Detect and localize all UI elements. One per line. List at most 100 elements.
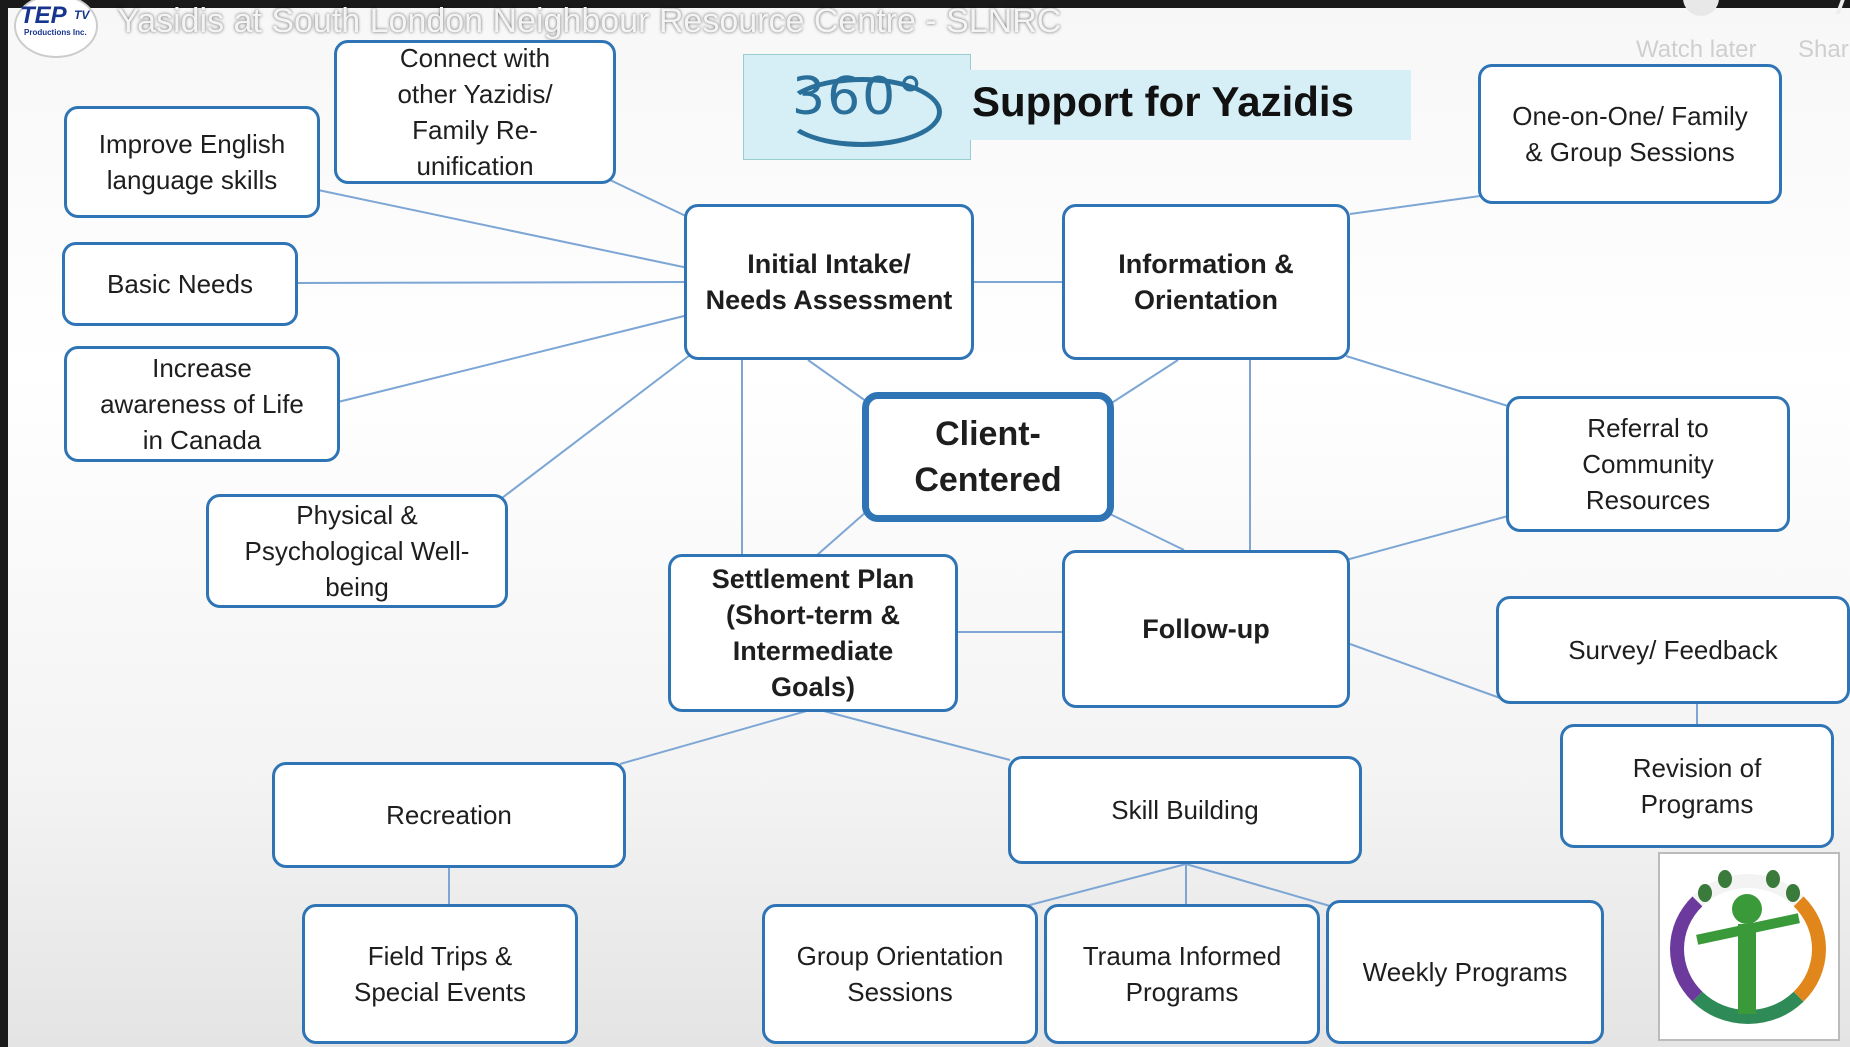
connector-info-referral xyxy=(1345,355,1509,407)
node-referral-line: Referral to xyxy=(1587,413,1709,443)
node-intake-line: Initial Intake/ xyxy=(747,249,911,279)
node-field-trips: Field Trips & Special Events xyxy=(302,904,578,1044)
node-weekly: Weekly Programs xyxy=(1326,900,1604,1044)
node-connect-line: Family Re- xyxy=(412,115,538,145)
connector-followup-survey xyxy=(1349,643,1501,699)
node-skill-building: Skill Building xyxy=(1008,756,1362,864)
node-english-line: language skills xyxy=(106,165,278,195)
title-band xyxy=(969,70,1411,140)
watch-later-icon[interactable] xyxy=(1683,0,1719,16)
slnrc-logo-leaf xyxy=(1766,870,1780,888)
channel-logo-tagline: Productions Inc. xyxy=(24,28,87,37)
node-center-line: Centered xyxy=(914,461,1062,499)
node-referral-line: Community xyxy=(1582,449,1714,479)
node-sessions-line: & Group Sessions xyxy=(1525,137,1735,167)
node-settlement-line: Goals) xyxy=(770,672,856,702)
node-referral-line: Resources xyxy=(1585,485,1711,515)
connector-skill-grouporient xyxy=(1025,863,1187,907)
node-wellbeing: Physical & Psychological Well-being xyxy=(206,494,508,608)
channel-logo-suffix: TV xyxy=(74,8,90,22)
node-revision-line: Programs xyxy=(1640,789,1754,819)
node-information-line: Orientation xyxy=(1133,285,1278,315)
node-awareness-line: in Canada xyxy=(142,425,262,455)
logo-360: 360° xyxy=(743,54,971,160)
slnrc-logo-leaf xyxy=(1718,870,1732,888)
logo-360-ring xyxy=(782,77,942,147)
connector-skill-weekly xyxy=(1185,863,1331,907)
node-english-line: Improve English xyxy=(98,129,286,159)
connector-center-settlement xyxy=(815,511,867,557)
connector-info-center xyxy=(1109,359,1179,405)
watch-later-button[interactable]: Watch later xyxy=(1636,36,1757,63)
node-group-orientation-line: Sessions xyxy=(847,977,953,1007)
node-field-trips-line: Field Trips & xyxy=(367,941,513,971)
channel-logo[interactable]: TEP TV Productions Inc. xyxy=(14,0,98,58)
node-recreation-line: Recreation xyxy=(386,800,512,830)
node-client-centered: Client- Centered xyxy=(862,392,1114,522)
connector-info-sessions xyxy=(1349,195,1481,215)
connector-settlement-skill xyxy=(819,709,1011,761)
node-center-line: Client- xyxy=(935,415,1041,453)
connector-awareness-intake xyxy=(337,314,689,403)
logo-360-text: 360° xyxy=(792,67,926,127)
node-trauma-line: Programs xyxy=(1125,977,1239,1007)
node-followup-line: Follow-up xyxy=(1142,614,1270,644)
slide-title: Support for Yazidis xyxy=(972,78,1354,125)
node-settlement: Settlement Plan (Short-term & Intermediate… xyxy=(668,554,958,712)
video-title[interactable]: Yasidis at South London Neighbour Resour… xyxy=(117,2,1062,40)
node-wellbeing-line: being xyxy=(325,572,389,602)
connector-wellbeing-intake xyxy=(501,351,695,499)
node-basic-needs: Basic Needs xyxy=(62,242,298,326)
connector-english-intake xyxy=(317,189,689,269)
node-intake-line: Needs Assessment xyxy=(705,285,953,315)
node-weekly-line: Weekly Programs xyxy=(1362,957,1568,987)
node-field-trips-line: Special Events xyxy=(354,977,526,1007)
node-connect-line: Connect with xyxy=(399,43,551,73)
node-sessions-line: One-on-One/ Family xyxy=(1512,101,1748,131)
node-trauma-line: Trauma Informed xyxy=(1082,941,1282,971)
connector-connect-intake xyxy=(609,179,691,219)
node-settlement-line: Settlement Plan xyxy=(711,564,915,594)
node-awareness-line: awareness of Life xyxy=(100,389,304,419)
node-information-line: Information & xyxy=(1118,249,1294,279)
node-wellbeing-line: Psychological Well- xyxy=(244,536,470,566)
left-border xyxy=(0,0,8,1047)
node-connect: Connect with other Yazidis/Family Re-unif… xyxy=(334,40,616,184)
node-settlement-line: Intermediate xyxy=(732,636,894,666)
node-english: Improve English language skills xyxy=(64,106,320,218)
node-basic-needs-line: Basic Needs xyxy=(107,269,253,299)
connector-intake-center xyxy=(807,359,871,405)
node-connect-line: unification xyxy=(416,151,534,181)
node-awareness: Increase awareness of Life in Canada xyxy=(64,346,340,462)
node-intake: Initial Intake/Needs Assessment xyxy=(684,204,974,360)
connector-followup-referral xyxy=(1345,515,1509,561)
node-awareness-line: Increase xyxy=(152,353,252,383)
slnrc-logo-leaf xyxy=(1698,884,1712,902)
node-recreation: Recreation xyxy=(272,762,626,868)
node-sessions: One-on-One/ Family & Group Sessions xyxy=(1478,64,1782,204)
node-followup: Follow-up xyxy=(1062,550,1350,708)
node-information: Information & Orientation xyxy=(1062,204,1350,360)
node-wellbeing-line: Physical & xyxy=(296,500,418,530)
node-survey-line: Survey/ Feedback xyxy=(1568,635,1778,665)
slnrc-logo-body xyxy=(1738,924,1756,1014)
node-survey: Survey/ Feedback xyxy=(1496,596,1850,704)
node-revision: Revision of Programs xyxy=(1560,724,1834,848)
connector-basic-intake xyxy=(295,281,689,284)
node-revision-line: Revision of xyxy=(1632,753,1762,783)
slnrc-logo-leaf xyxy=(1786,884,1800,902)
connector-settlement-recreation xyxy=(619,709,811,765)
channel-logo-name: TEP xyxy=(20,2,67,29)
node-skill-building-line: Skill Building xyxy=(1111,795,1259,825)
node-settlement-line: (Short-term & xyxy=(726,600,900,630)
node-connect-line: other Yazidis/ xyxy=(397,79,553,109)
share-button[interactable]: Shar xyxy=(1798,36,1849,63)
top-border xyxy=(0,0,1850,8)
slnrc-logo-head xyxy=(1732,894,1762,924)
node-group-orientation-line: Group Orientation xyxy=(796,941,1004,971)
